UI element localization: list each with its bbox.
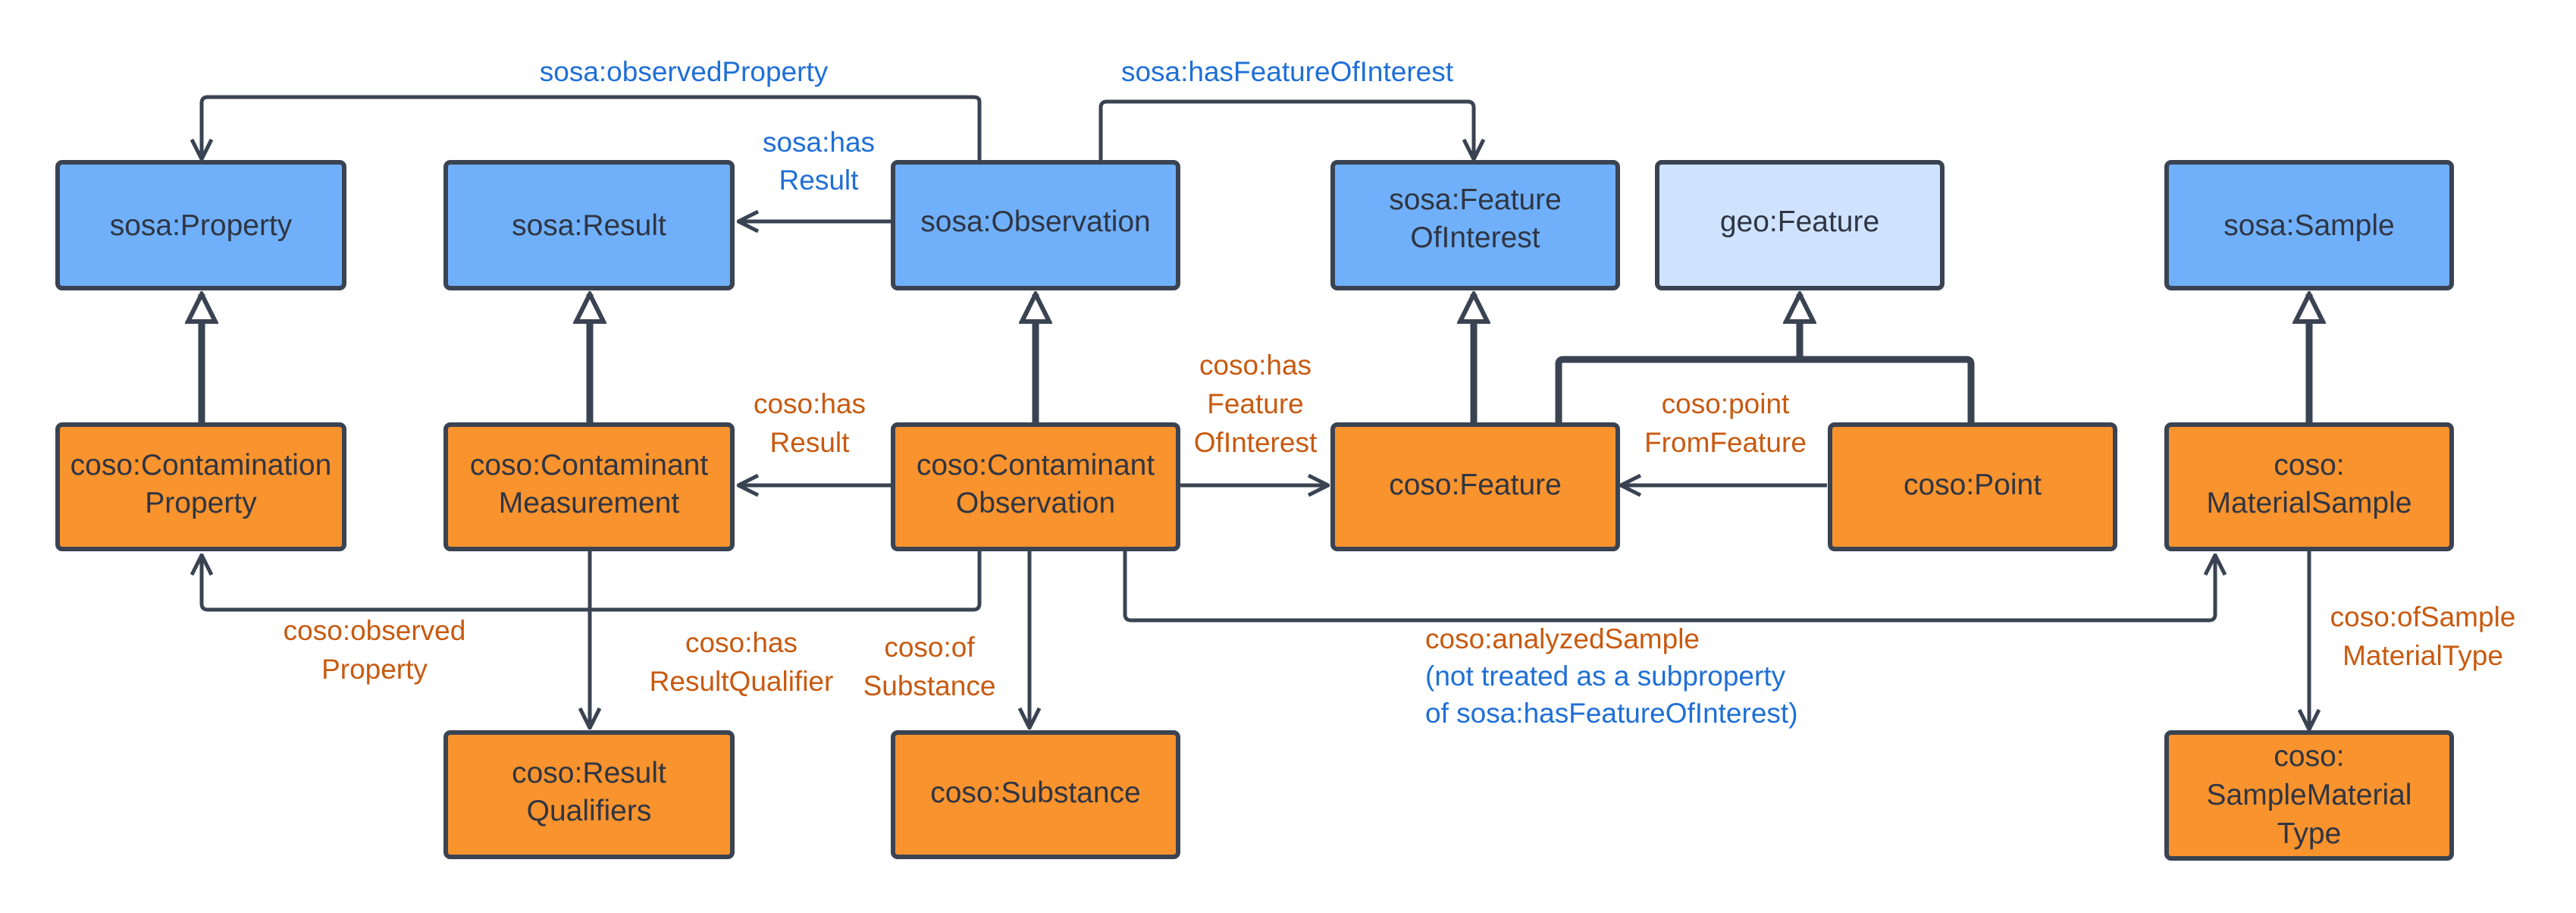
node-label-line-1: coso:	[2274, 449, 2344, 482]
node-coso-sample-material-type[interactable]: coso: SampleMaterial Type	[2164, 730, 2454, 861]
label-sosa-has-foi: sosa:hasFeatureOfInterest	[1121, 56, 1454, 87]
node-sosa-property[interactable]: sosa:Property	[55, 160, 346, 290]
node-sosa-result[interactable]: sosa:Result	[443, 160, 735, 290]
label-coso-has-foi-line-3: OfInterest	[1194, 427, 1318, 458]
label-analyzed-sample-note-line-1: (not treated as a subproperty	[1425, 660, 1786, 692]
label-sosa-observed-property: sosa:observedProperty	[540, 56, 829, 87]
node-coso-material-sample[interactable]: coso: MaterialSample	[2164, 422, 2454, 551]
node-label-line-2: Property	[145, 487, 257, 519]
node-coso-contamination-property[interactable]: coso:Contamination Property	[55, 422, 346, 551]
label-coso-has-foi-line-2: Feature	[1207, 388, 1304, 419]
node-geo-feature[interactable]: geo:Feature	[1655, 160, 1945, 290]
node-label: coso:Point	[1904, 469, 2042, 501]
node-sosa-observation[interactable]: sosa:Observation	[891, 160, 1180, 290]
node-label-line-2: MaterialSample	[2207, 487, 2412, 519]
label-sosa-has-result-line-2: Result	[779, 165, 860, 196]
node-label-line-1: coso:Contaminant	[917, 449, 1155, 482]
label-coso-has-result-qualifier-line-1: coso:has	[685, 627, 798, 658]
label-coso-has-result-line-2: Result	[770, 427, 851, 458]
node-coso-substance[interactable]: coso:Substance	[891, 730, 1180, 859]
node-label-line-1: coso:	[2274, 740, 2344, 773]
label-coso-has-result-qualifier-line-2: ResultQualifier	[650, 666, 834, 697]
label-coso-of-substance-line-1: coso:of	[884, 632, 975, 663]
label-coso-observed-property-line-1: coso:observed	[284, 615, 466, 646]
label-coso-point-from-feature-line-1: coso:point	[1662, 388, 1790, 419]
label-coso-observed-property-line-2: Property	[321, 654, 428, 685]
label-coso-of-sample-material-type-line-2: MaterialType	[2343, 640, 2503, 671]
node-label-line-2: SampleMaterial	[2207, 779, 2412, 811]
edge-coso-analyzed-sample	[1123, 549, 2215, 623]
node-label: sosa:Observation	[920, 206, 1151, 238]
label-coso-of-substance-line-2: Substance	[863, 670, 996, 701]
nodes: sosa:Property sosa:Result sosa:Observati…	[55, 160, 2454, 861]
node-coso-contaminant-observation[interactable]: coso:Contaminant Observation	[891, 422, 1180, 551]
label-coso-analyzed-sample: coso:analyzedSample	[1425, 623, 1700, 654]
node-label-line-1: coso:Result	[512, 757, 666, 789]
node-label: sosa:Result	[512, 209, 666, 242]
node-label: geo:Feature	[1720, 206, 1879, 238]
node-coso-result-qualifiers[interactable]: coso:Result Qualifiers	[443, 730, 735, 859]
edges	[202, 95, 2309, 729]
node-coso-feature[interactable]: coso:Feature	[1330, 422, 1620, 551]
node-label-line-3: Type	[2277, 817, 2342, 850]
node-sosa-sample[interactable]: sosa:Sample	[2164, 160, 2454, 290]
node-label-line-2: OfInterest	[1410, 221, 1540, 254]
node-label-line-2: Observation	[956, 487, 1115, 519]
node-coso-point[interactable]: coso:Point	[1828, 422, 2117, 551]
node-label: coso:Substance	[930, 777, 1141, 809]
edge-sosa-has-foi	[1098, 99, 1474, 161]
node-label-line-2: Qualifiers	[527, 795, 652, 827]
node-label: sosa:Sample	[2223, 209, 2394, 242]
node-label: coso:Feature	[1389, 469, 1562, 501]
edge-subclass-geo-feature	[1555, 356, 1975, 425]
node-label-line-1: coso:Contaminant	[470, 449, 709, 482]
label-sosa-has-result-line-1: sosa:has	[763, 127, 875, 158]
edge-sosa-observed-property	[202, 95, 982, 161]
label-coso-point-from-feature-line-2: FromFeature	[1644, 427, 1807, 458]
node-label-line-2: Measurement	[499, 487, 680, 519]
node-label: sosa:Property	[110, 209, 293, 242]
label-coso-of-sample-material-type-line-1: coso:ofSample	[2330, 601, 2516, 632]
label-analyzed-sample-note-line-2: of sosa:hasFeatureOfInterest)	[1425, 698, 1798, 729]
edge-labels: sosa:observedProperty sosa:hasFeatureOfI…	[284, 56, 2516, 729]
node-label-line-1: sosa:Feature	[1389, 184, 1562, 216]
label-coso-has-result-line-1: coso:has	[754, 388, 866, 419]
label-coso-has-foi-line-1: coso:has	[1199, 350, 1312, 381]
node-label-line-1: coso:Contamination	[71, 449, 332, 482]
node-coso-contaminant-measurement[interactable]: coso:Contaminant Measurement	[443, 422, 735, 551]
node-sosa-feature-of-interest[interactable]: sosa:Feature OfInterest	[1330, 160, 1620, 290]
